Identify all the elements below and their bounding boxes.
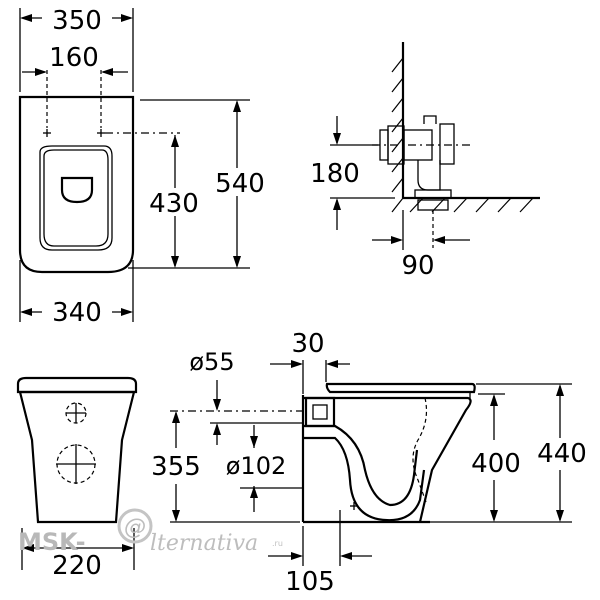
dim-bottom-width: 340 [52, 298, 102, 328]
dim-top-width: 350 [52, 6, 102, 36]
top-view-outline [18, 95, 135, 274]
dim-mount-spacing: 160 [49, 43, 99, 73]
dim-total-height: 440 [537, 439, 587, 469]
watermark-suffix: .ru [272, 539, 283, 548]
front-view-lid [16, 376, 138, 394]
dim-mount-height: 180 [310, 159, 360, 189]
dim-mount-depth: 430 [149, 189, 199, 219]
side-view-body [303, 396, 472, 523]
outlet-fitting [414, 189, 452, 199]
watermark-at-icon [117, 508, 153, 544]
top-view: 350 160 340 540 430 [18, 6, 266, 328]
watermark-prefix: MSK- [18, 528, 86, 556]
front-view: 220 [16, 376, 138, 581]
dim-inlet-diameter: ø55 [189, 348, 234, 376]
dim-depth: 540 [215, 169, 265, 199]
dim-inlet-offset: 30 [291, 329, 324, 359]
side-view: ø55 30 355 ø102 105 400 [151, 329, 587, 597]
dim-wall-outlet-distance: 105 [285, 567, 335, 597]
wall-hatching [391, 57, 534, 213]
inlet-spud [304, 396, 336, 428]
dim-bowl-height: 400 [471, 449, 521, 479]
watermark: MSK- @ lternativa .ru [18, 508, 283, 556]
top-view-drain [60, 176, 94, 204]
watermark-brand: lternativa [150, 531, 258, 556]
side-view-lid [325, 382, 476, 394]
dim-inlet-height: 355 [151, 452, 201, 482]
side-view-trap [303, 424, 426, 522]
dim-outlet-diameter: ø102 [226, 452, 287, 480]
wall-section-view: 180 90 [310, 42, 540, 281]
front-view-body [18, 390, 136, 524]
svg-text:@: @ [124, 515, 146, 540]
dim-outlet-offset: 90 [401, 251, 434, 281]
top-view-seat [39, 145, 113, 251]
dim-front-width: 220 [52, 551, 102, 581]
